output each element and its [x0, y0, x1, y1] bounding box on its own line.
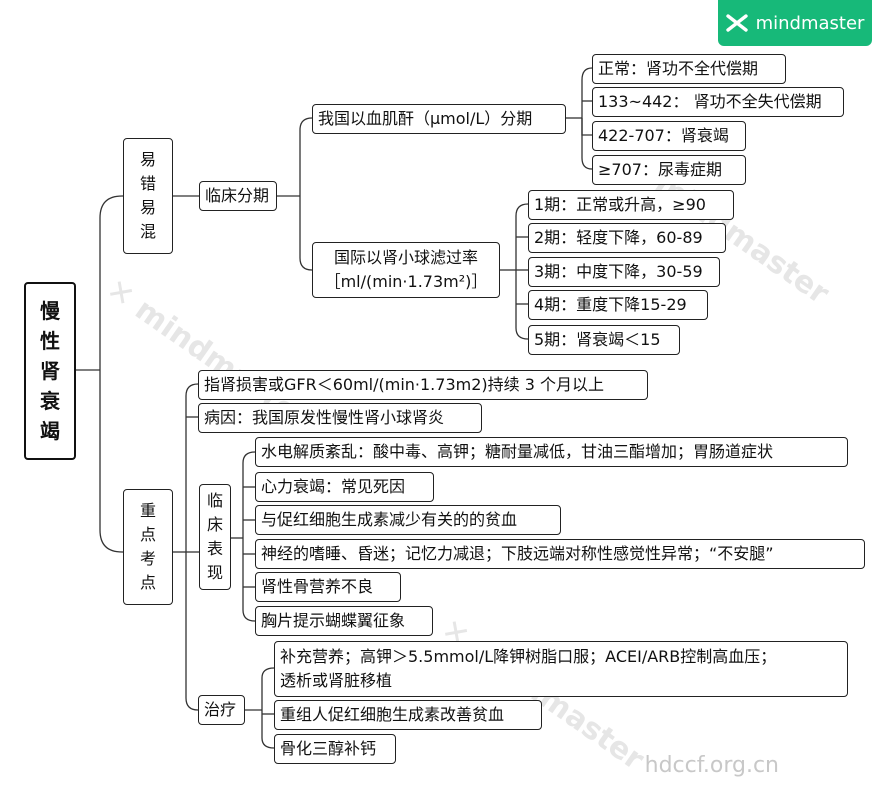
china-stage-item[interactable]: 422-707：肾衰竭	[592, 121, 746, 151]
intl-stage-text: 3期：中度下降，30-59	[534, 262, 703, 281]
topic-intl-staging-line2: ［ml/(min·1.73m²)］	[324, 272, 488, 291]
clinical-item[interactable]: 肾性骨营养不良	[255, 572, 401, 602]
china-stage-text: 422-707：肾衰竭	[598, 126, 729, 145]
intl-stage-text: 4期：重度下降15-29	[534, 295, 687, 314]
topic-key-points[interactable]: 重点考点	[123, 489, 173, 605]
clinical-item[interactable]: 与促红细胞生成素减少有关的的贫血	[255, 505, 561, 535]
treatment-item-text: 骨化三醇补钙	[280, 739, 377, 758]
intl-stage-item[interactable]: 4期：重度下降15-29	[528, 290, 708, 320]
topic-clinical-staging-label: 临床分期	[205, 186, 270, 205]
treatment-item-text: 重组人促红细胞生成素改善贫血	[280, 705, 505, 724]
intl-stage-text: 5期：肾衰竭＜15	[534, 330, 661, 349]
topic-definition-text: 指肾损害或GFR＜60ml/(min·1.73m2)持续 3 个月以上	[204, 375, 604, 394]
clinical-item-text: 肾性骨营养不良	[261, 577, 374, 596]
topic-clinical-manifestation[interactable]: 临床表现	[199, 484, 231, 590]
treatment-item[interactable]: 重组人促红细胞生成素改善贫血	[274, 700, 542, 730]
brand-name: mindmaster	[755, 12, 865, 34]
topic-easy-confuse[interactable]: 易错易混	[123, 138, 173, 254]
site-watermark: hdccf.org.cn	[644, 753, 779, 778]
intl-stage-item[interactable]: 5期：肾衰竭＜15	[528, 325, 680, 355]
treatment-item-line1: 补充营养；高钾＞5.5mmol/L降钾树脂口服；ACEI/ARB控制高血压；	[280, 647, 777, 666]
china-stage-item[interactable]: 133~442： 肾功不全失代偿期	[592, 87, 844, 117]
topic-intl-staging-line1: 国际以肾小球滤过率	[333, 248, 478, 267]
clinical-item[interactable]: 心力衰竭：常见死因	[255, 472, 434, 502]
intl-stage-item[interactable]: 1期：正常或升高，≥90	[528, 190, 734, 220]
topic-china-staging-label: 我国以血肌酐（μmol/L）分期	[318, 109, 533, 128]
intl-stage-text: 1期：正常或升高，≥90	[534, 195, 706, 214]
topic-cause-text: 病因：我国原发性慢性肾小球肾炎	[204, 408, 445, 427]
intl-stage-text: 2期：轻度下降，60-89	[534, 228, 703, 247]
clinical-item-text: 神经的嗜睡、昏迷；记忆力减退；下肢远端对称性感觉性异常；“不安腿”	[261, 544, 774, 563]
topic-treatment-label: 治疗	[204, 700, 237, 719]
clinical-item-text: 水电解质紊乱：酸中毒、高钾；糖耐量减低，甘油三酯增加；胃肠道症状	[261, 442, 774, 461]
china-stage-item[interactable]: 正常：肾功不全代偿期	[592, 54, 786, 84]
intl-stage-item[interactable]: 3期：中度下降，30-59	[528, 257, 720, 287]
clinical-item-text: 胸片提示蝴蝶翼征象	[261, 611, 406, 630]
topic-china-staging[interactable]: 我国以血肌酐（μmol/L）分期	[312, 104, 566, 134]
mindmaster-logo-icon	[725, 14, 748, 32]
clinical-item[interactable]: 水电解质紊乱：酸中毒、高钾；糖耐量减低，甘油三酯增加；胃肠道症状	[255, 437, 848, 467]
clinical-item-text: 心力衰竭：常见死因	[261, 477, 406, 496]
china-stage-item[interactable]: ≥707：尿毒症期	[592, 155, 746, 185]
treatment-item-line2: 透析或肾脏移植	[280, 671, 393, 690]
root-node[interactable]: 慢性肾衰竭	[24, 282, 76, 460]
clinical-item-text: 与促红细胞生成素减少有关的的贫血	[261, 510, 518, 529]
brand-badge: mindmaster	[718, 0, 872, 46]
topic-easy-confuse-label: 易错易混	[140, 150, 157, 241]
topic-definition[interactable]: 指肾损害或GFR＜60ml/(min·1.73m2)持续 3 个月以上	[198, 370, 648, 400]
topic-intl-staging[interactable]: 国际以肾小球滤过率 ［ml/(min·1.73m²)］	[312, 242, 500, 298]
china-stage-text: 正常：肾功不全代偿期	[598, 59, 759, 78]
topic-clinical-manifestation-label: 临床表现	[207, 491, 224, 582]
root-label: 慢性肾衰竭	[40, 299, 60, 443]
treatment-item[interactable]: 补充营养；高钾＞5.5mmol/L降钾树脂口服；ACEI/ARB控制高血压； 透…	[274, 641, 848, 697]
china-stage-text: 133~442： 肾功不全失代偿期	[598, 92, 822, 111]
clinical-item[interactable]: 胸片提示蝴蝶翼征象	[255, 606, 433, 636]
topic-key-points-label: 重点考点	[140, 501, 157, 592]
treatment-item[interactable]: 骨化三醇补钙	[274, 734, 396, 764]
topic-clinical-staging[interactable]: 临床分期	[199, 181, 277, 211]
topic-treatment[interactable]: 治疗	[198, 695, 245, 725]
topic-cause[interactable]: 病因：我国原发性慢性肾小球肾炎	[198, 403, 482, 433]
clinical-item[interactable]: 神经的嗜睡、昏迷；记忆力减退；下肢远端对称性感觉性异常；“不安腿”	[255, 539, 865, 569]
intl-stage-item[interactable]: 2期：轻度下降，60-89	[528, 223, 726, 253]
china-stage-text: ≥707：尿毒症期	[598, 160, 722, 179]
